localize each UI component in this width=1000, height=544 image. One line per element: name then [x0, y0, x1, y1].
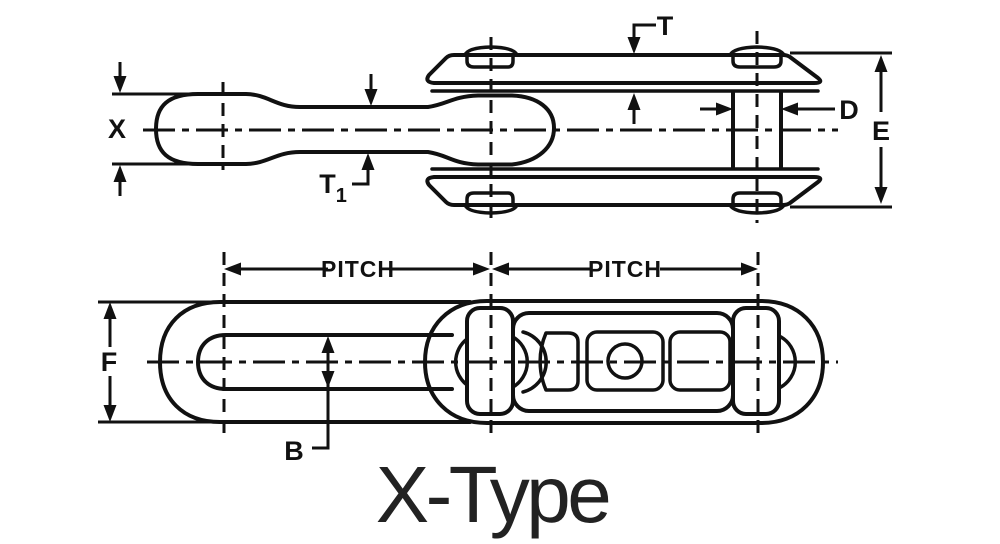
- diagram-title: X-Type: [376, 450, 608, 539]
- dim-label-t: T: [657, 11, 674, 41]
- outside-link-outline: [423, 299, 825, 425]
- top-sidebar: [425, 53, 823, 85]
- dim-label-b: B: [284, 436, 304, 466]
- top-sidebar-notch-right: [731, 53, 783, 69]
- bottom-sidebar-notch-right: [731, 191, 783, 207]
- dim-label-d: D: [839, 95, 859, 125]
- dim-label-f: F: [101, 347, 118, 377]
- plan-view: PITCH PITCH F B: [98, 252, 838, 466]
- dim-pitch-right: PITCH: [492, 256, 758, 282]
- pin-side-view: [731, 91, 783, 169]
- side-view: X T T1 D: [108, 11, 892, 223]
- dim-f: F: [98, 300, 225, 424]
- dim-label-e: E: [872, 116, 890, 146]
- dim-label-t1: T1: [319, 169, 347, 207]
- inside-link-slot: [196, 333, 454, 391]
- dim-t1: T1: [319, 74, 378, 207]
- link-side-outline: [154, 92, 556, 167]
- dim-x: X: [108, 62, 206, 196]
- bottom-sidebar: [425, 175, 823, 207]
- bottom-sidebar-boss-right: [728, 203, 786, 215]
- dim-label-pitch-left: PITCH: [321, 256, 395, 282]
- dim-pitch-left: PITCH: [224, 256, 490, 282]
- dim-label-x: X: [108, 114, 126, 144]
- top-sidebar-boss-right: [728, 45, 786, 57]
- dim-label-pitch-right: PITCH: [588, 256, 662, 282]
- dim-e: E: [790, 51, 892, 209]
- dim-b: B: [284, 336, 335, 466]
- dim-d: D: [700, 95, 859, 125]
- dim-t: T: [627, 11, 674, 124]
